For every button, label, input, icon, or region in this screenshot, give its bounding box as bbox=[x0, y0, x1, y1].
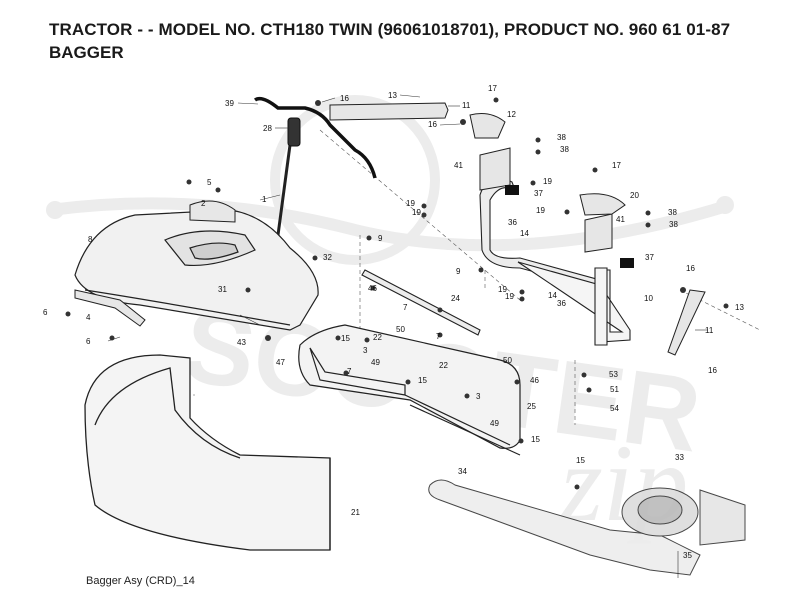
grass-bag bbox=[84, 354, 331, 551]
callout: 32 bbox=[323, 253, 332, 262]
callout: 6 bbox=[43, 308, 48, 317]
callout: 5 bbox=[207, 178, 212, 187]
callout: 11 bbox=[705, 326, 714, 335]
callout: 13 bbox=[735, 303, 744, 312]
callout: 51 bbox=[610, 385, 619, 394]
callout: 20 bbox=[630, 191, 639, 200]
callout: 7 bbox=[403, 303, 408, 312]
callout: 41 bbox=[454, 161, 463, 170]
callout: 6 bbox=[86, 337, 91, 346]
callout: 53 bbox=[609, 370, 618, 379]
callout: 3 bbox=[476, 392, 481, 401]
rod-grip bbox=[287, 117, 301, 147]
callout: 25 bbox=[527, 402, 536, 411]
callout: 10 bbox=[644, 294, 653, 303]
callout: 38 bbox=[669, 220, 678, 229]
callout: 39 bbox=[225, 99, 234, 108]
callout: 19 bbox=[543, 177, 552, 186]
callout: 24 bbox=[451, 294, 460, 303]
callout: 19 bbox=[498, 285, 507, 294]
page-subtitle: BAGGER bbox=[49, 43, 124, 62]
callout: 15 bbox=[341, 334, 350, 343]
fasteners bbox=[65, 97, 729, 490]
callout: 16 bbox=[686, 264, 695, 273]
handle-rod bbox=[253, 96, 377, 179]
callout: 43 bbox=[237, 338, 246, 347]
bagger-lid bbox=[74, 209, 319, 331]
callout: 16 bbox=[428, 120, 437, 129]
callout: 15 bbox=[531, 435, 540, 444]
callout: 19 bbox=[505, 292, 514, 301]
callout: 28 bbox=[263, 124, 272, 133]
callout: 38 bbox=[668, 208, 677, 217]
callout: 31 bbox=[218, 285, 227, 294]
callout: 14 bbox=[520, 229, 529, 238]
callout: 37 bbox=[645, 253, 654, 262]
discharge-chute bbox=[428, 479, 746, 576]
callout: 12 bbox=[507, 110, 516, 119]
callout: 1 bbox=[262, 195, 267, 204]
callout: 4 bbox=[86, 313, 91, 322]
bumper-upper bbox=[505, 185, 519, 195]
callout: 37 bbox=[534, 189, 543, 198]
callout: 7 bbox=[436, 332, 441, 341]
callout: 49 bbox=[490, 419, 499, 428]
leader-lines bbox=[107, 94, 708, 578]
callout: 2 bbox=[201, 199, 206, 208]
callout: 49 bbox=[371, 358, 380, 367]
callout: 22 bbox=[439, 361, 448, 370]
callout: 21 bbox=[351, 508, 360, 517]
callout: 7 bbox=[347, 367, 352, 376]
page-title: TRACTOR - - MODEL NO. CTH180 TWIN (96061… bbox=[49, 20, 731, 39]
callout: 38 bbox=[560, 145, 569, 154]
callout-labels: 39 16 13 11 17 28 16 12 38 38 1 5 41 17 … bbox=[43, 84, 744, 560]
bumper-lower bbox=[620, 258, 634, 268]
callout: 34 bbox=[458, 467, 467, 476]
callout: 13 bbox=[388, 91, 397, 100]
callout: 16 bbox=[708, 366, 717, 375]
callout: 41 bbox=[616, 215, 625, 224]
callout: 16 bbox=[340, 94, 349, 103]
callout: 36 bbox=[508, 218, 517, 227]
callout: 54 bbox=[610, 404, 619, 413]
callout: 46 bbox=[530, 376, 539, 385]
callout: 50 bbox=[503, 356, 512, 365]
callout: 19 bbox=[536, 206, 545, 215]
callout: 15 bbox=[576, 456, 585, 465]
callout: 9 bbox=[378, 234, 383, 243]
callout: 19 bbox=[406, 199, 415, 208]
callout: 46 bbox=[368, 284, 377, 293]
callout: 35 bbox=[683, 551, 692, 560]
callout: 15 bbox=[418, 376, 427, 385]
callout: 47 bbox=[276, 358, 285, 367]
callout: 22 bbox=[373, 333, 382, 342]
callout: 9 bbox=[456, 267, 461, 276]
callout: 14 bbox=[548, 291, 557, 300]
callout: 50 bbox=[396, 325, 405, 334]
lid-side-brackets bbox=[74, 200, 236, 327]
callout: 11 bbox=[462, 101, 471, 110]
callout: 17 bbox=[612, 161, 621, 170]
callout: 38 bbox=[557, 133, 566, 142]
callout: 17 bbox=[488, 84, 497, 93]
callout: 8 bbox=[88, 235, 93, 244]
figure-caption: Bagger Asy (CRD)_14 bbox=[86, 575, 195, 587]
callout: 33 bbox=[675, 453, 684, 462]
callout: 3 bbox=[363, 346, 368, 355]
callout: 19 bbox=[412, 208, 421, 217]
callout: 36 bbox=[557, 299, 566, 308]
